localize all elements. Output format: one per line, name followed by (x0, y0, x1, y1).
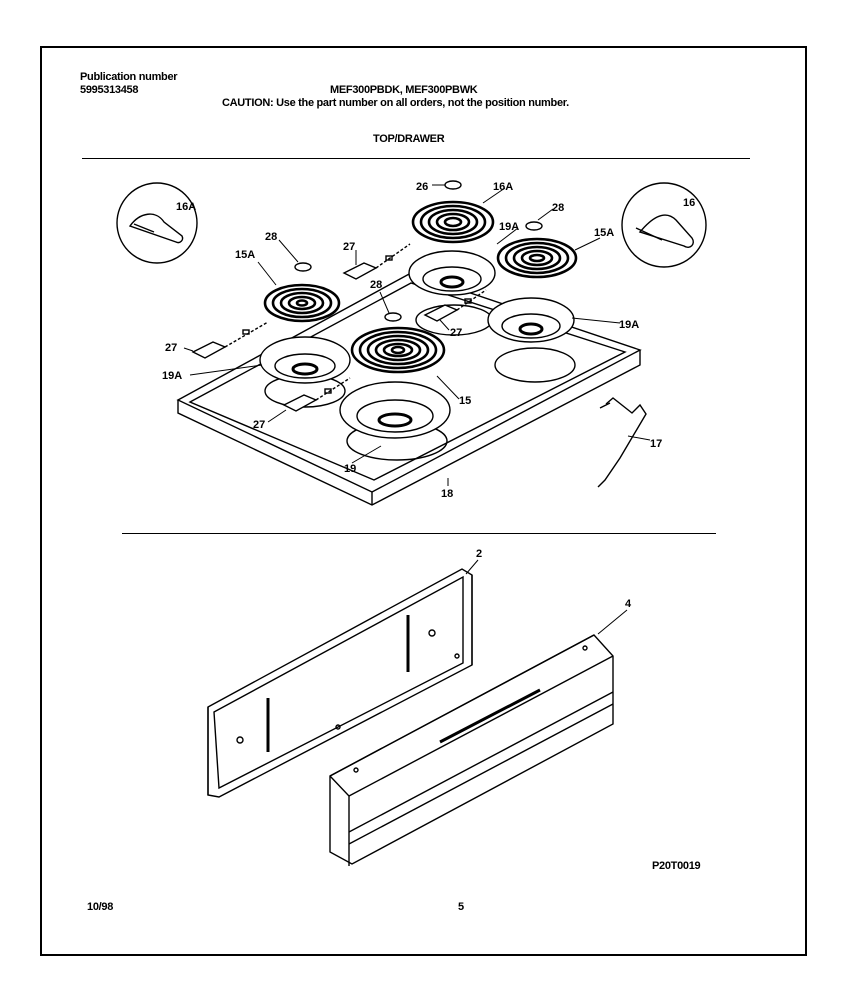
callout-27-left: 27 (165, 342, 177, 354)
caution-note: CAUTION: Use the part number on all orde… (222, 97, 569, 109)
leader-lines-top (183, 184, 651, 486)
callout-27-upper: 27 (343, 241, 355, 253)
callout-15: 15 (459, 395, 471, 407)
callout-19A-left: 19A (162, 370, 182, 382)
callout-27-mid: 27 (450, 327, 462, 339)
callout-16-inset: 16 (683, 197, 695, 209)
support-rod-17 (597, 397, 647, 488)
model-numbers: MEF300PBDK, MEF300PBWK (330, 84, 478, 96)
drip-bowl-19A-right (487, 297, 575, 343)
callout-28-top: 28 (552, 202, 564, 214)
coil-element-15A-left (263, 283, 341, 323)
coil-element-15 (350, 326, 446, 374)
section-title: TOP/DRAWER (373, 133, 445, 145)
publication-label: Publication number (80, 71, 178, 83)
diagram-code: P20T0019 (652, 860, 701, 872)
trim-ring-28-left (294, 262, 312, 272)
callout-15A-left: 15A (235, 249, 255, 261)
callout-15A-right: 15A (594, 227, 614, 239)
inset-detail-16 (621, 182, 707, 268)
inset-detail-16A (116, 182, 198, 264)
section-divider (122, 533, 716, 534)
callout-19: 19 (344, 463, 356, 475)
trim-ring-26 (444, 180, 462, 190)
callout-labels: 16A 16 26 16A 28 19A 15A 28 15A 27 28 27… (162, 181, 695, 610)
callout-16A-top: 16A (493, 181, 513, 193)
callout-19A-right: 19A (619, 319, 639, 331)
receptacle-27-upper (342, 243, 411, 280)
header-divider (82, 158, 750, 159)
receptacle-27-left (191, 321, 269, 359)
footer-date: 10/98 (87, 901, 114, 913)
drip-bowl-19A-top (408, 250, 496, 296)
drip-bowl-19 (339, 381, 451, 439)
drawer-front-4 (329, 634, 614, 866)
publication-number: 5995313458 (80, 84, 139, 96)
callout-2: 2 (476, 548, 482, 560)
callout-17: 17 (650, 438, 662, 450)
callout-4: 4 (625, 598, 632, 610)
leader-lines-bottom (465, 559, 628, 635)
receptacle-27-mid (423, 289, 487, 322)
callout-16A-inset: 16A (176, 201, 196, 213)
diagram-frame (40, 46, 807, 956)
drawer-back-panel-2 (207, 568, 473, 798)
coil-element-15A-right (496, 237, 578, 279)
trim-ring-28-top (525, 221, 543, 231)
callout-28-left: 28 (265, 231, 277, 243)
receptacle-27-lower (282, 377, 351, 412)
trim-ring-28-mid (384, 312, 402, 322)
page-number: 5 (458, 901, 464, 913)
coil-element-16A-top (411, 200, 495, 244)
drip-bowl-19A-left (259, 336, 351, 384)
callout-26-top: 26 (416, 181, 428, 193)
callout-28-mid: 28 (370, 279, 382, 291)
callout-27-lower: 27 (253, 419, 265, 431)
cutout-front-right (494, 347, 576, 383)
callout-18: 18 (441, 488, 453, 500)
callout-19A-top: 19A (499, 221, 519, 233)
